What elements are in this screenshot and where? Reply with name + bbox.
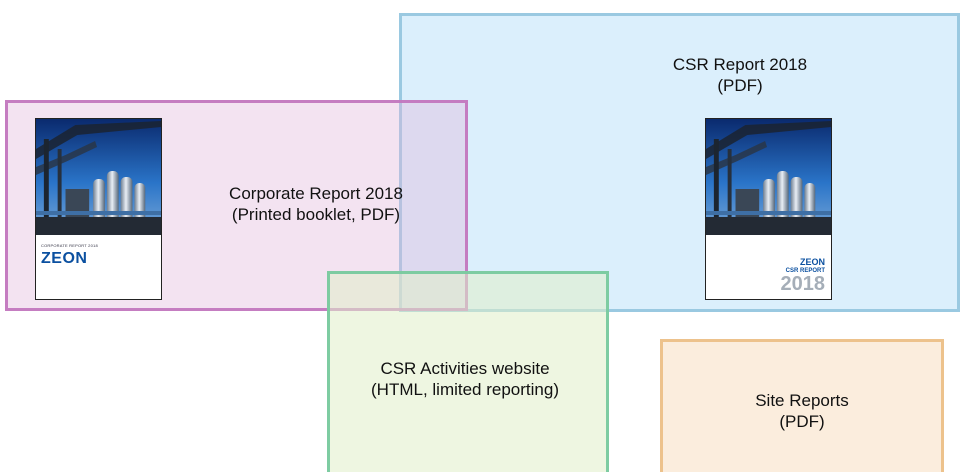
csr-report-title: CSR Report 2018 bbox=[672, 55, 808, 74]
csr-cover-title: CSR REPORT bbox=[785, 268, 825, 274]
csr-website-title: CSR Activities website bbox=[380, 359, 550, 378]
plant-photo-image bbox=[36, 119, 161, 235]
csr-website-label: CSR Activities website (HTML, limited re… bbox=[335, 358, 595, 400]
corporate-report-format: (Printed booklet, PDF) bbox=[231, 205, 401, 224]
corporate-report-cover: CORPORATE REPORT 2018 ZEON bbox=[35, 118, 162, 300]
corporate-report-label: Corporate Report 2018 (Printed booklet, … bbox=[186, 183, 446, 225]
csr-website-format: (HTML, limited reporting) bbox=[371, 380, 559, 399]
csr-cover-year: 2018 bbox=[780, 273, 826, 295]
csr-report-label: CSR Report 2018 (PDF) bbox=[620, 54, 860, 96]
corporate-report-title: Corporate Report 2018 bbox=[229, 184, 403, 203]
site-reports-box bbox=[660, 339, 944, 472]
csr-website-box bbox=[327, 271, 609, 472]
csr-report-format: (PDF) bbox=[717, 76, 763, 95]
csr-report-box bbox=[399, 13, 960, 312]
plant-photo-image bbox=[706, 119, 831, 235]
site-reports-title: Site Reports bbox=[755, 391, 849, 410]
site-reports-label: Site Reports (PDF) bbox=[688, 390, 916, 432]
corporate-cover-title: CORPORATE REPORT 2018 bbox=[41, 243, 98, 248]
csr-report-cover: ZEON CSR REPORT 2018 bbox=[705, 118, 832, 300]
zeon-logo: ZEON bbox=[41, 250, 88, 267]
zeon-logo: ZEON bbox=[799, 257, 825, 267]
site-reports-format: (PDF) bbox=[779, 412, 825, 431]
